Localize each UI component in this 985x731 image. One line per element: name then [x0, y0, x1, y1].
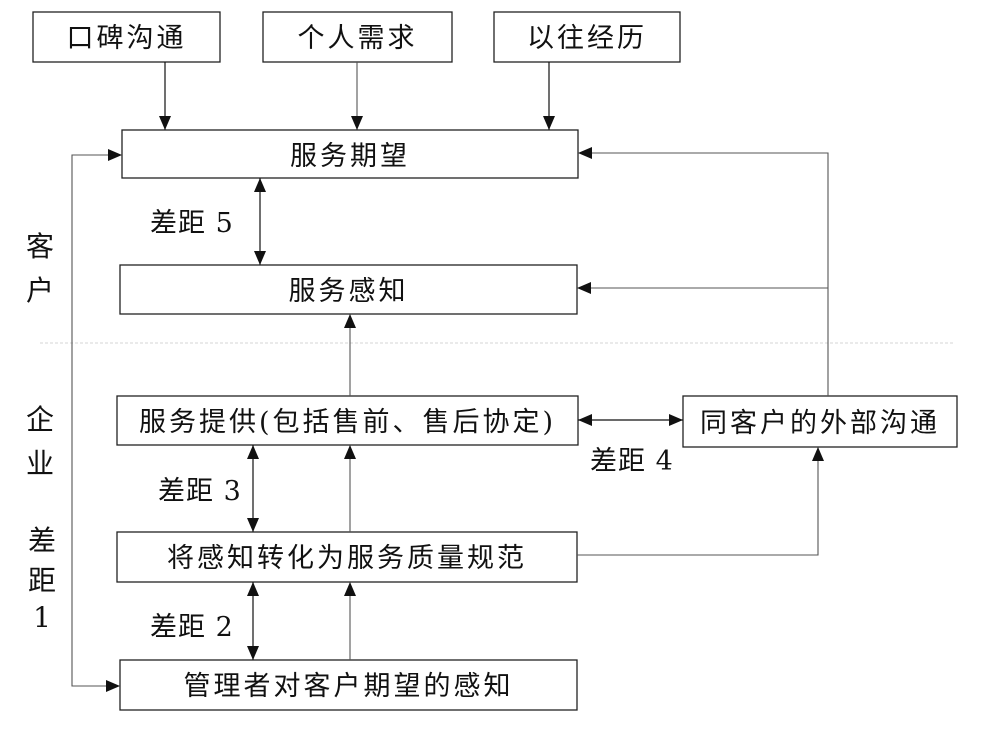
expected-service-label: 服务期望	[290, 141, 410, 172]
gap-1-char-1: 差	[28, 524, 56, 557]
gap-1-char-2: 距	[28, 564, 56, 597]
external-communication: 同客户的外部沟通	[682, 395, 958, 448]
source-past-experience-box	[493, 11, 681, 63]
external-communication-label: 同客户的外部沟通	[700, 408, 940, 439]
management-perception: 管理者对客户期望的感知	[119, 659, 578, 711]
perceived-service-box	[119, 264, 578, 315]
source-word-of-mouth-label: 口碑沟通	[67, 23, 187, 54]
specifications-label: 将感知转化为服务质量规范	[167, 543, 527, 574]
external-communication-box	[682, 395, 958, 448]
service-delivery: 服务提供(包括售前、售后协定)	[116, 395, 579, 446]
zone-company-char-1: 企	[26, 403, 54, 436]
gap-3-label: 差距 3	[158, 476, 242, 507]
gap-2-label: 差距 2	[150, 612, 234, 643]
source-word-of-mouth: 口碑沟通	[32, 11, 221, 63]
perceived-service: 服务感知	[119, 264, 578, 315]
source-past-experience: 以往经历	[493, 11, 681, 63]
source-word-of-mouth-box	[32, 11, 221, 63]
zone-company-char-2: 业	[26, 447, 54, 480]
gap-5-label: 差距 5	[150, 208, 234, 239]
gap-1-bracket-arrow	[71, 149, 122, 692]
source-personal-needs-box	[262, 11, 453, 63]
zone-customer-char-1: 客	[26, 230, 54, 263]
management-perception-box	[119, 659, 578, 711]
source-past-experience-label: 以往经历	[527, 23, 647, 54]
arrow-external-communication-to-expected-service	[578, 147, 829, 396]
specifications: 将感知转化为服务质量规范	[116, 531, 578, 583]
gap-1-label: 差 距 1	[28, 524, 56, 634]
management-perception-label: 管理者对客户期望的感知	[184, 671, 514, 702]
gap-4-label: 差距 4	[590, 446, 674, 477]
gap-1-char-3: 1	[33, 601, 51, 634]
source-personal-needs-label: 个人需求	[298, 23, 418, 54]
specifications-box	[116, 531, 578, 583]
arrow-specifications-to-external-communication	[577, 447, 824, 556]
service-delivery-box	[116, 395, 579, 446]
service-delivery-label: 服务提供(包括售前、售后协定)	[139, 407, 556, 438]
perceived-service-label: 服务感知	[289, 276, 409, 307]
expected-service: 服务期望	[121, 129, 579, 179]
zone-customer-label: 客 户	[26, 230, 54, 307]
source-personal-needs: 个人需求	[262, 11, 453, 63]
expected-service-box	[121, 129, 579, 179]
zone-company-label: 企 业	[26, 403, 54, 480]
zone-customer-char-2: 户	[26, 274, 54, 307]
